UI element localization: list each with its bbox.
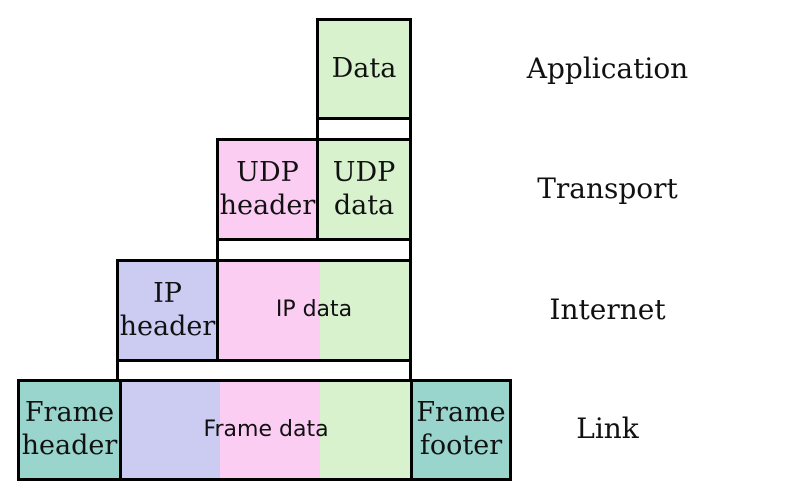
layer-label-application: Application bbox=[526, 52, 689, 85]
frame-footer-label-line1: Frame bbox=[416, 397, 506, 429]
layer-label-link: Link bbox=[576, 412, 639, 445]
udp-header-box: UDP header bbox=[216, 138, 319, 241]
ip-header-label-line2: header bbox=[119, 310, 216, 342]
frame-header-box: Frame header bbox=[17, 379, 122, 481]
ip-data-box: IP data bbox=[216, 259, 412, 362]
frame-header-label-line2: header bbox=[21, 430, 118, 461]
frame-footer-label-line2: footer bbox=[419, 430, 503, 461]
data-box: Data bbox=[316, 18, 412, 120]
layer-label-internet: Internet bbox=[549, 293, 666, 326]
ip-header-box: IP header bbox=[116, 259, 219, 362]
data-box-label: Data bbox=[331, 52, 397, 84]
ip-data-label: IP data bbox=[275, 297, 353, 323]
frame-header-label-line1: Frame bbox=[24, 397, 115, 429]
layer-label-transport: Transport bbox=[537, 172, 678, 205]
frame-footer-box: Frame footer bbox=[410, 379, 512, 481]
frame-data-box: Frame data bbox=[119, 379, 413, 481]
udp-data-label-line1: UDP bbox=[332, 156, 396, 188]
udp-data-label-line2: data bbox=[333, 189, 395, 221]
udp-header-label-line2: header bbox=[219, 189, 316, 221]
udp-header-label-line1: UDP bbox=[236, 156, 299, 188]
frame-data-label: Frame data bbox=[203, 416, 329, 442]
udp-data-box: UDP data bbox=[316, 138, 412, 241]
ip-header-label-line1: IP bbox=[153, 277, 182, 309]
